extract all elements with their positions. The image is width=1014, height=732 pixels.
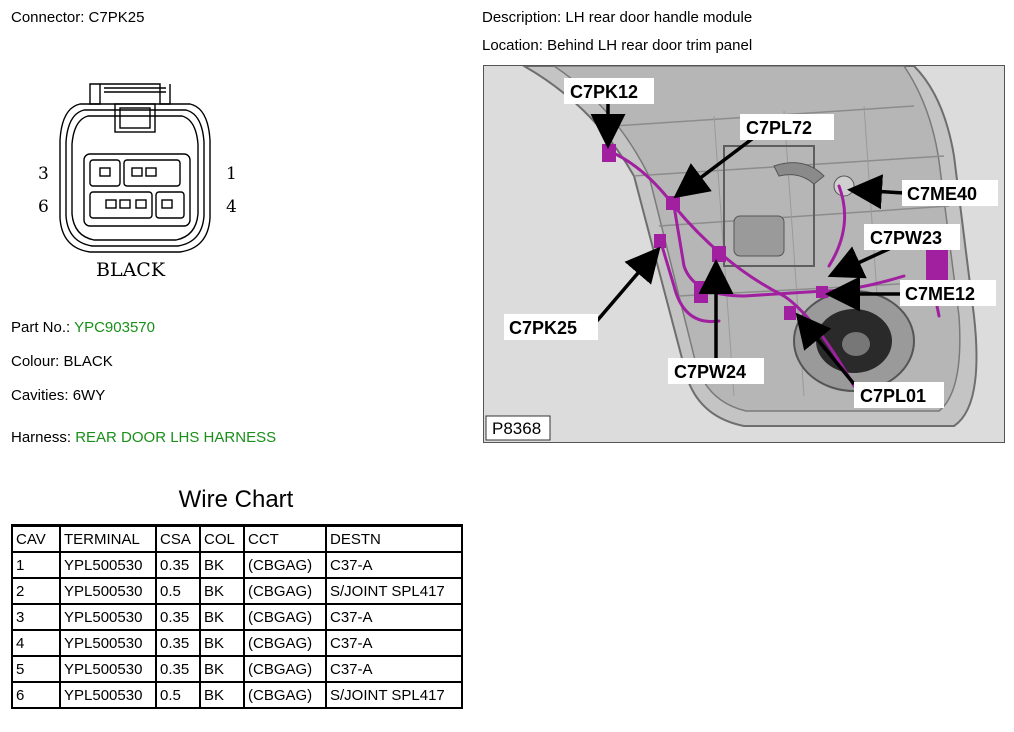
cell-col: BK <box>199 551 245 579</box>
cell-destn: C37-A <box>325 655 463 683</box>
cell-col: BK <box>199 655 245 683</box>
cell-terminal: YPL500530 <box>59 629 157 657</box>
cell-cct: (CBGAG) <box>243 577 327 605</box>
cell-csa: 0.5 <box>155 681 201 709</box>
pin-label-4: 4 <box>226 197 237 217</box>
connector-value: C7PK25 <box>88 9 145 26</box>
cell-cav: 2 <box>11 577 61 605</box>
connector-latch <box>89 83 171 105</box>
callout-c7me40: C7ME40 <box>907 184 977 204</box>
colour-label: Colour: <box>11 353 60 370</box>
cavities-line: Cavities: 6WY <box>11 387 105 404</box>
location-label: Location: <box>482 37 543 54</box>
connector-c7pk12-shape <box>602 144 616 162</box>
callout-c7pk12: C7PK12 <box>570 82 638 102</box>
table-row: 6 YPL500530 0.5 BK (CBGAG) S/JOINT SPL41… <box>11 681 463 709</box>
cell-col: BK <box>199 629 245 657</box>
location-line: Location: Behind LH rear door trim panel <box>482 37 752 54</box>
header-cav: CAV <box>11 524 61 553</box>
cavities-label: Cavities: <box>11 387 69 404</box>
table-row: 5 YPL500530 0.35 BK (CBGAG) C37-A <box>11 655 463 683</box>
door-illustration: C7PK12 C7PL72 C7ME40 C7PW23 C7ME12 C7PK2… <box>484 66 1004 442</box>
table-row: 4 YPL500530 0.35 BK (CBGAG) C37-A <box>11 629 463 657</box>
cell-cct: (CBGAG) <box>243 603 327 631</box>
cell-cav: 3 <box>11 603 61 631</box>
callout-c7pl72: C7PL72 <box>746 118 812 138</box>
cell-col: BK <box>199 577 245 605</box>
harness-label: Harness: <box>11 429 72 446</box>
colour-value: BLACK <box>63 353 113 370</box>
connector-label: Connector: <box>11 9 85 26</box>
cell-csa: 0.5 <box>155 577 201 605</box>
cell-csa: 0.35 <box>155 655 201 683</box>
door-location-image: C7PK12 C7PL72 C7ME40 C7PW23 C7ME12 C7PK2… <box>483 65 1005 443</box>
cell-csa: 0.35 <box>155 629 201 657</box>
cell-cct: (CBGAG) <box>243 655 327 683</box>
cell-destn: C37-A <box>325 603 463 631</box>
pin-label-3: 3 <box>38 164 49 184</box>
cell-cct: (CBGAG) <box>243 681 327 709</box>
wire-chart-header-row: CAV TERMINAL CSA COL CCT DESTN <box>11 524 463 553</box>
cell-col: BK <box>199 681 245 709</box>
cavities-value: 6WY <box>72 387 106 404</box>
callout-c7pw23: C7PW23 <box>870 228 942 248</box>
harness-line: Harness: REAR DOOR LHS HARNESS <box>11 429 276 446</box>
cell-destn: C37-A <box>325 551 463 579</box>
part-no-line: Part No.: YPC903570 <box>11 319 155 336</box>
cell-cct: (CBGAG) <box>243 551 327 579</box>
cell-cct: (CBGAG) <box>243 629 327 657</box>
connector-colour-caption: BLACK <box>96 259 166 281</box>
part-no-value: YPC903570 <box>74 319 155 336</box>
cell-terminal: YPL500530 <box>59 551 157 579</box>
cell-csa: 0.35 <box>155 551 201 579</box>
cell-destn: C37-A <box>325 629 463 657</box>
cell-destn: S/JOINT SPL417 <box>325 681 463 709</box>
description-value: LH rear door handle module <box>565 9 753 26</box>
cell-terminal: YPL500530 <box>59 577 157 605</box>
table-row: 3 YPL500530 0.35 BK (CBGAG) C37-A <box>11 603 463 631</box>
connector-line: Connector: C7PK25 <box>11 9 144 26</box>
cell-cav: 5 <box>11 655 61 683</box>
harness-value: REAR DOOR LHS HARNESS <box>75 429 277 446</box>
colour-line: Colour: BLACK <box>11 353 113 370</box>
part-no-label: Part No.: <box>11 319 71 336</box>
cell-terminal: YPL500530 <box>59 655 157 683</box>
pin-label-1: 1 <box>226 164 237 184</box>
callout-c7pk25: C7PK25 <box>509 318 577 338</box>
cell-cav: 4 <box>11 629 61 657</box>
description-label: Description: <box>482 9 562 26</box>
table-row: 1 YPL500530 0.35 BK (CBGAG) C37-A <box>11 551 463 579</box>
callout-c7me12: C7ME12 <box>905 284 975 304</box>
cell-cav: 6 <box>11 681 61 709</box>
figure-id: P8368 <box>492 419 541 438</box>
wire-chart-title: Wire Chart <box>178 486 294 513</box>
cell-destn: S/JOINT SPL417 <box>325 577 463 605</box>
location-value: Behind LH rear door trim panel <box>547 37 753 54</box>
cell-terminal: YPL500530 <box>59 603 157 631</box>
header-cct: CCT <box>243 524 327 553</box>
header-csa: CSA <box>155 524 201 553</box>
pin-label-6: 6 <box>38 197 49 217</box>
cell-col: BK <box>199 603 245 631</box>
callout-c7pw24: C7PW24 <box>674 362 746 382</box>
callout-c7pl01: C7PL01 <box>860 386 926 406</box>
header-col: COL <box>199 524 245 553</box>
cell-cav: 1 <box>11 551 61 579</box>
description-line: Description: LH rear door handle module <box>482 9 752 26</box>
cell-terminal: YPL500530 <box>59 681 157 709</box>
header-terminal: TERMINAL <box>59 524 157 553</box>
table-row: 2 YPL500530 0.5 BK (CBGAG) S/JOINT SPL41… <box>11 577 463 605</box>
wire-chart-table: CAV TERMINAL CSA COL CCT DESTN 1 YPL5005… <box>11 524 463 709</box>
cell-csa: 0.35 <box>155 603 201 631</box>
connector-face-diagram: 3 1 6 4 BLACK <box>38 83 237 281</box>
header-destn: DESTN <box>325 524 463 553</box>
